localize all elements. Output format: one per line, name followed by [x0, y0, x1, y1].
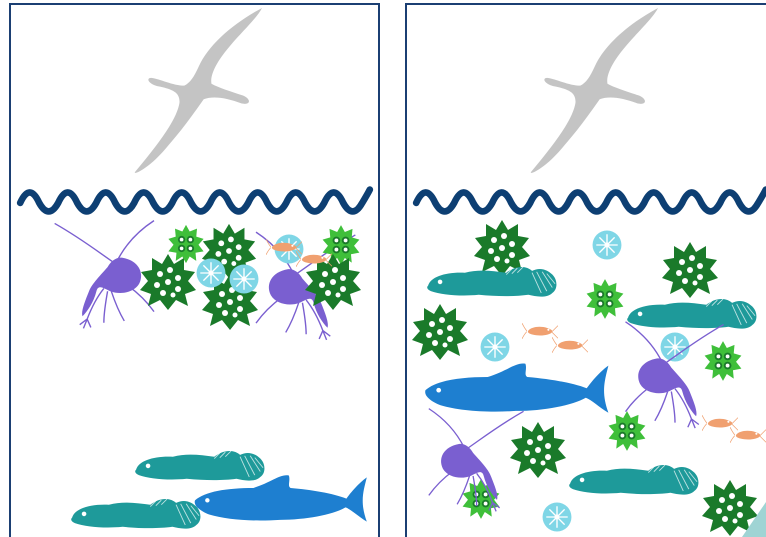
right-panel: [406, 4, 766, 537]
right-diatom-2-icon: [481, 333, 510, 362]
left-diatom-2-icon: [197, 259, 226, 288]
right-diatom-1-icon: [593, 231, 622, 260]
left-panel: [10, 4, 379, 537]
right-diatom-4-icon: [543, 503, 572, 532]
left-diatom-3-icon: [230, 265, 259, 294]
